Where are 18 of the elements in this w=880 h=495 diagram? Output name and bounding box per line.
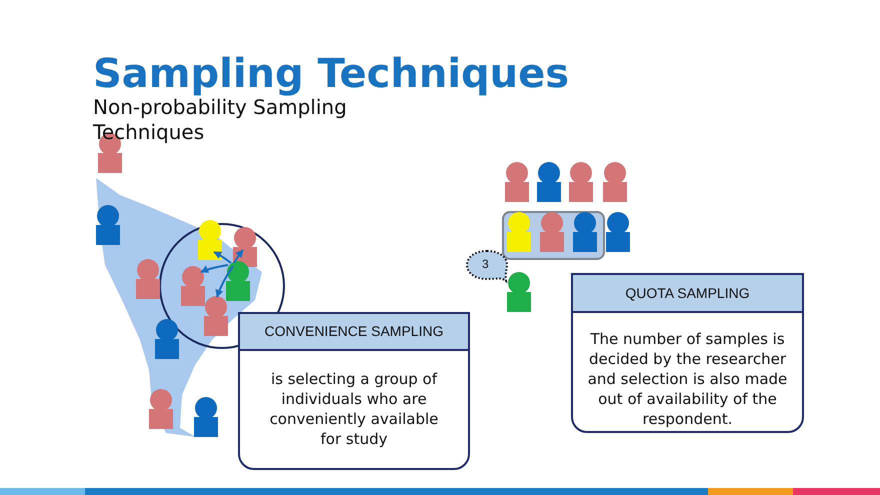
card-header: CONVENIENCE SAMPLING: [240, 314, 468, 351]
arrow: [213, 251, 232, 264]
callout-number: 3: [482, 257, 489, 271]
card-text: The number of samples is decided by the researcher and selection is also made out of availability of the respondent.: [586, 329, 788, 429]
card-header: QUOTA SAMPLING: [573, 275, 802, 313]
person-icon: [233, 227, 257, 267]
person-icon: [181, 266, 205, 306]
card-text: is selecting a group of individuals who are conveniently available for study: [268, 369, 440, 449]
arrow: [233, 249, 244, 264]
title: Sampling Techniques: [93, 50, 570, 98]
arrow: [216, 265, 234, 298]
arrow: [200, 264, 228, 273]
person-icon: [198, 220, 222, 260]
person-icon: [226, 261, 250, 301]
definition-card: [571, 273, 804, 433]
definition-card: [238, 312, 470, 470]
person-icon: [204, 296, 228, 336]
subtitle: Non-probability Sampling Techniques: [93, 95, 347, 145]
